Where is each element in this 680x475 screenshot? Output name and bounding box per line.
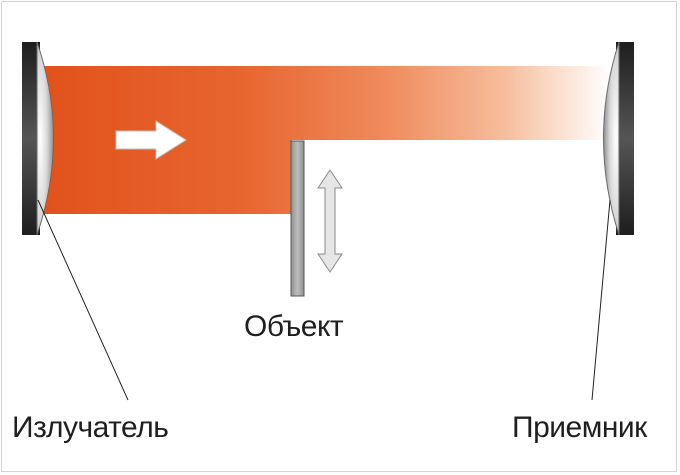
- object-plate: [290, 140, 305, 297]
- emitter-lens: [22, 41, 54, 236]
- object-label: Объект: [244, 310, 344, 343]
- emitter-leader-line: [37, 199, 129, 401]
- emitter-label: Излучатель: [12, 411, 169, 444]
- light-beam: [40, 66, 612, 214]
- arrow-right-icon: [115, 120, 187, 160]
- arrow-up-down-icon: [317, 169, 343, 273]
- receiver-lens: [603, 41, 634, 236]
- receiver-label: Приемник: [512, 411, 647, 444]
- receiver-leader-line: [591, 199, 611, 401]
